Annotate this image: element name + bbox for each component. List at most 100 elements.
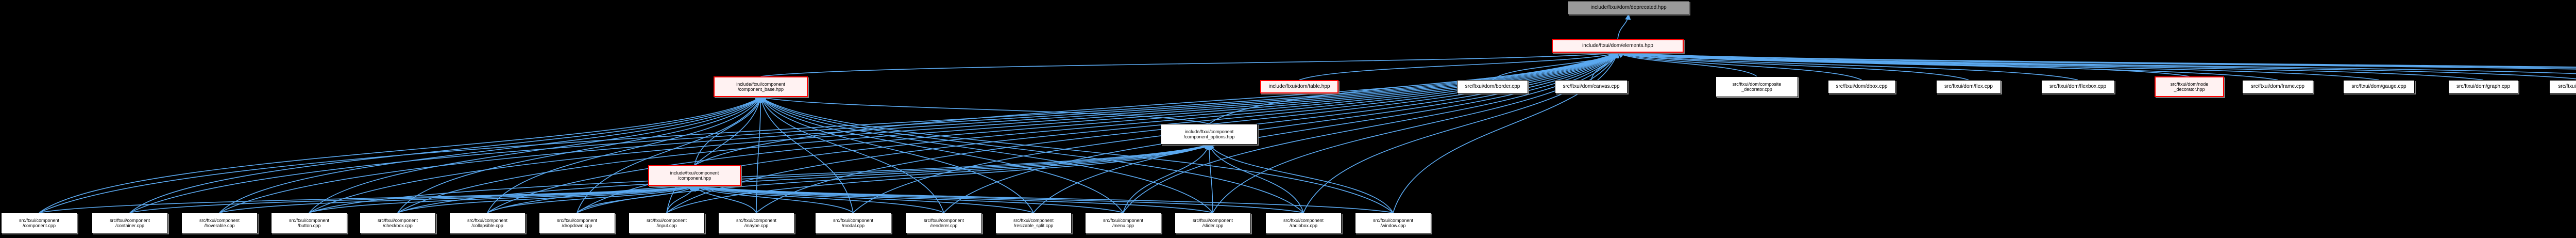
graph-edge: [1209, 144, 1394, 213]
graph-edge: [1492, 52, 1618, 81]
graph-node-label: src/ftxui/component /button.cpp: [289, 217, 330, 228]
graph-node-label: src/ftxui/component /modal.cpp: [833, 217, 874, 228]
graph-node[interactable]: src/ftxui/component /resizable_split.cpp: [995, 213, 1072, 233]
graph-node-label: include/ftxui/dom/elements.hpp: [1582, 43, 1653, 49]
graph-edges: [39, 13, 2576, 213]
graph-edge: [1123, 144, 1211, 213]
graph-edge: [1617, 13, 1631, 40]
graph-node-label: src/ftxui/dom/gauge.cpp: [2351, 84, 2406, 90]
graph-edge: [129, 184, 696, 213]
graph-node-label: src/ftxui/dom/node _decorator.hpp: [2170, 81, 2209, 92]
graph-edge: [693, 184, 1124, 213]
graph-node[interactable]: include/ftxui/dom/elements.hpp: [1552, 39, 1684, 53]
graph-node[interactable]: src/ftxui/dom/gridbox.cpp: [2549, 80, 2576, 93]
graph-edge: [309, 97, 761, 213]
graph-node[interactable]: include/ftxui/dom/table.hpp: [1260, 80, 1338, 93]
graph-node-label: include/ftxui/dom/deprecated.hpp: [1590, 5, 1667, 11]
graph-node[interactable]: src/ftxui/component /button.cpp: [271, 213, 347, 233]
graph-edge: [760, 50, 1619, 77]
graph-edge: [1590, 52, 1619, 81]
graph-edge: [1212, 52, 1618, 213]
graph-node-label: src/ftxui/component /hoverable.cpp: [199, 217, 240, 228]
graph-node-label: src/ftxui/dom/frame.cpp: [2251, 84, 2304, 90]
graph-node[interactable]: src/ftxui/component /dropdown.cpp: [539, 213, 615, 233]
graph-edge: [1033, 52, 1618, 213]
graph-node[interactable]: src/ftxui/dom/frame.cpp: [2242, 80, 2313, 93]
graph-node-label: src/ftxui/dom/canvas.cpp: [1563, 84, 1620, 90]
graph-edge: [1617, 51, 2190, 77]
graph-node[interactable]: src/ftxui/component /modal.cpp: [815, 213, 891, 233]
graph-node[interactable]: src/ftxui/dom/border.cpp: [1457, 80, 1528, 93]
graph-edge: [1303, 52, 1618, 213]
graph-edge: [693, 183, 1394, 213]
graph-edge: [666, 185, 696, 213]
graph-edge: [487, 144, 1210, 213]
graph-edge: [219, 52, 1619, 213]
graph-edge: [577, 185, 695, 213]
graph-edge: [309, 184, 696, 213]
graph-node-label: src/ftxui/component /slider.cpp: [1192, 217, 1233, 228]
graph-node-label: src/ftxui/component /resizable_split.cpp: [1013, 217, 1054, 228]
graph-edge: [487, 97, 761, 213]
graph-node[interactable]: src/ftxui/component /window.cpp: [1355, 213, 1431, 233]
graph-edge: [666, 96, 762, 213]
graph-node[interactable]: include/ftxui/dom/deprecated.hpp: [1568, 1, 1689, 14]
graph-edge: [760, 97, 1394, 213]
graph-edge: [694, 52, 1619, 166]
graph-node[interactable]: src/ftxui/dom/flex.cpp: [1936, 80, 2001, 93]
graph-edge: [1393, 52, 1619, 213]
graph-edge: [39, 183, 696, 213]
graph-edge: [1299, 51, 1619, 81]
graph-node[interactable]: src/ftxui/component /container.cpp: [92, 213, 168, 233]
graph-edge: [39, 97, 761, 213]
graph-edge: [397, 143, 1210, 213]
graph-node[interactable]: src/ftxui/component /input.cpp: [629, 213, 705, 233]
graph-node-label: include/ftxui/component /component_base.…: [736, 81, 785, 92]
graph-node[interactable]: src/ftxui/component /hoverable.cpp: [181, 213, 258, 233]
graph-node[interactable]: src/ftxui/dom/graph.cpp: [2448, 80, 2518, 93]
graph-edge: [943, 52, 1618, 213]
graph-edge: [129, 97, 761, 213]
graph-node[interactable]: include/ftxui/component /component.hpp: [648, 165, 741, 186]
graph-node-label: src/ftxui/component /menu.cpp: [1103, 217, 1144, 228]
graph-node-label: src/ftxui/dom/gridbox.cpp: [2558, 84, 2576, 90]
graph-node-label: src/ftxui/dom/dbox.cpp: [1836, 84, 1888, 90]
graph-node[interactable]: include/ftxui/component /component_base.…: [714, 76, 808, 97]
graph-node[interactable]: src/ftxui/dom/node _decorator.hpp: [2155, 76, 2224, 97]
graph-edge: [1208, 144, 1304, 213]
graph-node[interactable]: src/ftxui/dom/gauge.cpp: [2343, 80, 2415, 93]
graph-edge: [760, 97, 1304, 213]
graph-node[interactable]: src/ftxui/dom/canvas.cpp: [1555, 80, 1628, 93]
graph-node-label: src/ftxui/dom/flexbox.cpp: [2049, 84, 2107, 90]
graph-node-label: include/ftxui/component /component_optio…: [1183, 129, 1235, 139]
graph-node[interactable]: src/ftxui/component /menu.cpp: [1085, 213, 1161, 233]
graph-node-label: include/ftxui/dom/table.hpp: [1268, 84, 1330, 90]
graph-node[interactable]: src/ftxui/dom/flexbox.cpp: [2041, 80, 2114, 93]
graph-edge: [39, 52, 1619, 213]
graph-node[interactable]: src/ftxui/component /renderer.cpp: [906, 213, 982, 233]
graph-edge: [693, 184, 1034, 213]
graph-node[interactable]: src/ftxui/component /checkbox.cpp: [360, 213, 436, 233]
graph-node[interactable]: src/ftxui/component /maybe.cpp: [718, 213, 794, 233]
graph-node-label: include/ftxui/component /component.hpp: [670, 170, 719, 181]
graph-edge: [309, 143, 1210, 213]
graph-node[interactable]: src/ftxui/component /component.cpp: [1, 213, 77, 233]
graph-edge: [693, 184, 1304, 213]
graph-edge: [760, 96, 944, 213]
graph-node[interactable]: include/ftxui/component /component_optio…: [1161, 124, 1258, 145]
graph-edge: [219, 184, 696, 213]
graph-node[interactable]: src/ftxui/component /collapsible.cpp: [449, 213, 526, 233]
graph-node[interactable]: src/ftxui/dom/composite _decorator.cpp: [1716, 76, 1798, 97]
graph-node[interactable]: src/ftxui/component /slider.cpp: [1175, 213, 1251, 233]
graph-node-label: src/ftxui/component /renderer.cpp: [923, 217, 964, 228]
graph-edge: [309, 52, 1619, 213]
graph-node-label: src/ftxui/dom/composite _decorator.cpp: [1732, 81, 1782, 92]
graph-node-label: src/ftxui/component /component.cpp: [19, 217, 60, 228]
graph-node-label: src/ftxui/component /collapsible.cpp: [467, 217, 508, 228]
graph-node[interactable]: src/ftxui/dom/dbox.cpp: [1828, 80, 1895, 93]
graph-node-label: src/ftxui/component /radiobox.cpp: [1283, 217, 1324, 228]
graph-edge: [693, 184, 1213, 213]
graph-node[interactable]: src/ftxui/component /radiobox.cpp: [1265, 213, 1342, 233]
